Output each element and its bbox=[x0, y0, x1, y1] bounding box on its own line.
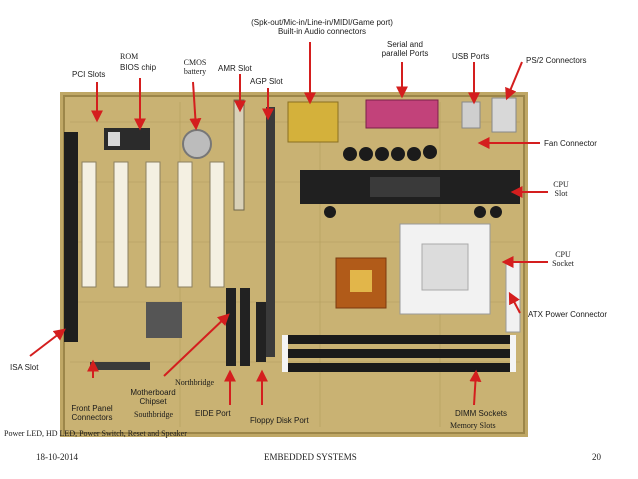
motherboard-image bbox=[60, 92, 528, 437]
atx-power bbox=[505, 261, 521, 333]
agp-slot bbox=[266, 107, 275, 357]
label-rom: ROM bbox=[120, 52, 139, 61]
isa-slot bbox=[64, 132, 78, 342]
label-atx-power: ATX Power Connector bbox=[528, 310, 607, 319]
label-cpu-socket: CPU Socket bbox=[552, 250, 574, 268]
eide-port bbox=[226, 288, 236, 366]
label-ps2-connectors: PS/2 Connectors bbox=[526, 56, 587, 65]
label-southbridge: Southbridge bbox=[134, 410, 174, 419]
label-front-panel-detail: Power LED, HD LED, Power Switch, Reset a… bbox=[4, 429, 187, 438]
parallel-port bbox=[365, 99, 439, 129]
label-bios-chip: BIOS chip bbox=[120, 63, 157, 72]
cmos-battery bbox=[182, 129, 212, 159]
floppy-port bbox=[256, 302, 266, 362]
label-eide-port: EIDE Port bbox=[195, 409, 231, 418]
label-floppy-port: Floppy Disk Port bbox=[250, 416, 309, 425]
southbridge-chip bbox=[146, 302, 182, 338]
label-front-panel: Front Panel Connectors bbox=[71, 404, 113, 422]
label-cpu-slot: CPU Slot bbox=[553, 180, 569, 198]
label-usb-ports: USB Ports bbox=[452, 52, 490, 61]
label-pci-slots: PCI Slots bbox=[72, 70, 106, 79]
label-agp-slot: AGP Slot bbox=[250, 77, 283, 86]
pci-slots bbox=[81, 161, 225, 288]
footer-page-number: 20 bbox=[592, 452, 601, 462]
label-serial-parallel: Serial and parallel Ports bbox=[381, 40, 429, 58]
label-builtin-audio: (Spk-out/Mic-in/Line-in/MIDI/Game port) … bbox=[251, 18, 393, 36]
footer-title: EMBEDDED SYSTEMS bbox=[264, 452, 357, 462]
footer-date: 18-10-2014 bbox=[36, 452, 78, 462]
label-motherboard-chipset: Motherboard Chipset bbox=[130, 388, 176, 406]
amr-slot bbox=[233, 99, 245, 211]
serial-port bbox=[287, 101, 339, 143]
dimm-sockets bbox=[286, 335, 512, 372]
label-fan-connector: Fan Connector bbox=[544, 139, 597, 148]
label-isa-slot: ISA Slot bbox=[10, 363, 39, 372]
label-dimm-sockets: DIMM Sockets bbox=[455, 409, 508, 418]
label-cmos-battery: CMOS battery bbox=[183, 58, 207, 76]
label-northbridge: Northbridge bbox=[175, 378, 215, 387]
label-memory-slots: Memory Slots bbox=[450, 421, 496, 430]
label-amr-slot: AMR Slot bbox=[218, 64, 252, 73]
